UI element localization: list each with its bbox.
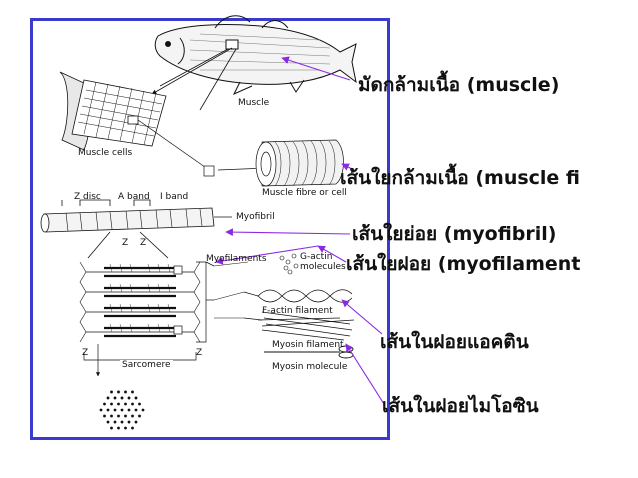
cross-section-dot (113, 408, 117, 412)
label-muscle-cells: Muscle cells (78, 148, 133, 158)
annotation-myofilament: เส้นใยฝอย (myofilament (346, 253, 581, 275)
cross-section-dot (134, 396, 138, 400)
cross-section-dot (138, 414, 141, 418)
myofilament-connectors (213, 261, 249, 319)
label-muscle-fibre: Muscle fibre or cell (262, 188, 347, 198)
cross-section-dot (124, 390, 127, 394)
label-z-right: Z (140, 238, 147, 248)
muscle-cells-block (59, 71, 167, 151)
cross-section-dot (131, 414, 134, 418)
muscle-fibre-coil (137, 119, 344, 187)
cross-section-dot (127, 396, 131, 400)
annotation-actin: เส้นในฝอยแอคติน (380, 331, 529, 353)
cross-section-dot (131, 426, 134, 430)
annotation-muscle: มัดกล้ามเนื้อ (muscle) (358, 74, 560, 96)
arrow-actin (341, 299, 383, 335)
cross-section-dot (106, 396, 110, 400)
myofibril-rod (40, 199, 232, 259)
cross-section-dot (110, 402, 113, 406)
annotation-arrows (215, 56, 385, 405)
f-actin-filament (243, 289, 353, 303)
cross-section-dot (117, 402, 120, 406)
cross-section-dot (120, 420, 124, 424)
cross-section-dot (106, 420, 110, 424)
label-myosin-filament: Myosin filament (272, 340, 344, 350)
label-f-actin: F-actin filament (262, 306, 333, 316)
cross-section-dot (103, 414, 106, 418)
cross-section-dot (117, 390, 120, 394)
cross-section-dot (138, 402, 141, 406)
label-muscle: Muscle (238, 98, 270, 108)
cross-section-dot (99, 408, 103, 412)
cross-section-dot (113, 420, 117, 424)
cross-section-dot (117, 414, 120, 418)
label-z-disc: Z disc (74, 192, 101, 202)
label-myofilaments: Myofilaments (206, 254, 267, 264)
annotation-muscle-fibre: เส้นใยกล้ามเนื้อ (muscle fi (340, 167, 581, 189)
myosin-filament-bundle (243, 311, 355, 341)
label-myofibril: Myofibril (236, 212, 275, 222)
cross-section-dot (117, 426, 120, 430)
cross-section-dot (124, 402, 127, 406)
cross-section-dot (131, 402, 134, 406)
g-actin-molecules (279, 253, 299, 275)
label-sarc-z-left: Z (82, 348, 89, 358)
arrow-myofibril (225, 228, 351, 236)
fish-illustration (154, 15, 357, 96)
label-i-band: I band (160, 192, 189, 202)
cross-section-dot (124, 426, 127, 430)
cross-section-dot (124, 414, 127, 418)
cross-section-dot (110, 390, 113, 394)
label-sarcomere: Sarcomere (120, 360, 173, 370)
cross-section-dot (120, 408, 124, 412)
arrow-muscle-fibre (341, 163, 355, 171)
cross-section-dots (99, 390, 145, 430)
cross-section-dot (127, 408, 131, 412)
cross-section-dot (120, 396, 124, 400)
label-a-band: A band (118, 192, 150, 202)
arrow-muscle (281, 56, 351, 81)
label-sarc-z-right: Z (196, 348, 203, 358)
label-z-left: Z (122, 238, 129, 248)
label-myosin-molecule: Myosin molecule (272, 362, 348, 372)
cross-section-dot (141, 408, 145, 412)
cross-section-dot (134, 408, 138, 412)
pointer-lines (151, 47, 237, 111)
cross-section-dot (103, 402, 106, 406)
arrow-myofilament (317, 245, 347, 263)
label-molecules: molecules (300, 262, 346, 272)
sarcomere-detail (79, 261, 215, 377)
annotation-myosin: เส้นในฝอยไมโอซิน (382, 395, 539, 417)
cross-section-dot (110, 414, 113, 418)
annotation-myofibril: เส้นใยย่อย (myofibril) (352, 223, 557, 245)
arrow-myofilament-b (215, 245, 319, 265)
label-g-actin: G-actin (300, 252, 333, 262)
cross-section-dot (134, 420, 138, 424)
cross-section-dot (113, 396, 117, 400)
cross-section-dot (106, 408, 110, 412)
cross-section-dot (131, 390, 134, 394)
cross-section-dot (127, 420, 131, 424)
arrow-myosin (345, 343, 385, 405)
cross-section-dot (110, 426, 113, 430)
